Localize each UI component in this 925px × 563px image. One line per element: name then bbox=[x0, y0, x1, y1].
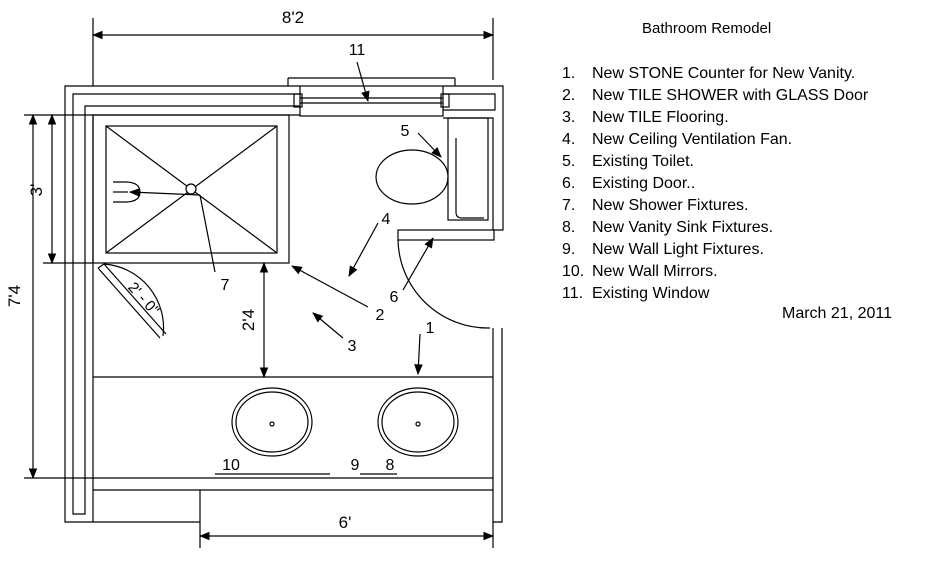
shower bbox=[92, 114, 290, 264]
legend-item-text: Existing Door.. bbox=[592, 175, 696, 192]
legend-item-text: New Wall Mirrors. bbox=[592, 263, 718, 280]
legend-item: 2. New TILE SHOWER with GLASS Door bbox=[562, 85, 868, 107]
dim-shower-depth: 3' bbox=[27, 184, 46, 197]
callout-3: 3 bbox=[348, 338, 357, 355]
callout-2: 2 bbox=[376, 307, 385, 324]
legend-item-number: 8. bbox=[562, 219, 576, 236]
legend-date: March 21, 2011 bbox=[782, 305, 892, 322]
existing-window bbox=[287, 77, 456, 117]
callout-4: 4 bbox=[382, 211, 391, 228]
legend-item-text: New Vanity Sink Fixtures. bbox=[592, 219, 774, 236]
legend-item-text: New TILE SHOWER with GLASS Door bbox=[592, 87, 869, 104]
legend-item: 6. Existing Door.. bbox=[562, 173, 868, 195]
callout-11: 11 bbox=[349, 42, 366, 59]
callout-6: 6 bbox=[390, 289, 399, 306]
dim-vanity-width: 6' bbox=[339, 513, 352, 532]
legend-item: 9. New Wall Light Fixtures. bbox=[562, 239, 868, 261]
legend-item: 5. Existing Toilet. bbox=[562, 151, 868, 173]
legend-item-text: New Wall Light Fixtures. bbox=[592, 241, 764, 258]
legend-item-number: 4. bbox=[562, 131, 576, 148]
legend-item-number: 2. bbox=[562, 87, 576, 104]
legend-item-number: 7. bbox=[562, 197, 576, 214]
legend-item: 10. New Wall Mirrors. bbox=[562, 261, 868, 283]
vanity-counter bbox=[93, 376, 493, 457]
legend-item: 7. New Shower Fixtures. bbox=[562, 195, 868, 217]
callout-arrows bbox=[128, 61, 442, 376]
legend-item-number: 5. bbox=[562, 153, 576, 170]
dim-floor-clearance: 2'4 bbox=[239, 309, 258, 331]
title-highlight bbox=[570, 18, 917, 40]
callout-5: 5 bbox=[401, 123, 410, 140]
callout-9: 9 bbox=[351, 457, 360, 474]
callout-1: 1 bbox=[426, 320, 435, 337]
callout-8: 8 bbox=[386, 457, 395, 474]
legend-item-text: New Shower Fixtures. bbox=[592, 197, 749, 214]
legend-item-number: 10. bbox=[562, 263, 585, 280]
legend-item-number: 1. bbox=[562, 65, 576, 82]
legend-item: 3. New TILE Flooring. bbox=[562, 107, 868, 129]
legend-title: Bathroom Remodel bbox=[642, 20, 772, 37]
legend-item-text: New TILE Flooring. bbox=[592, 109, 729, 126]
legend-item-text: Existing Window bbox=[592, 285, 710, 302]
legend-list: 1. New STONE Counter for New Vanity. 2. Ne… bbox=[562, 63, 868, 305]
existing-toilet bbox=[375, 117, 489, 221]
legend-item-number: 9. bbox=[562, 241, 576, 258]
dim-left-height: 7'4 bbox=[5, 285, 24, 307]
dim-top-width: 8'2 bbox=[282, 8, 304, 27]
legend-item-text: New Ceiling Ventilation Fan. bbox=[592, 131, 793, 148]
callout-7: 7 bbox=[221, 277, 230, 294]
legend-item-text: New STONE Counter for New Vanity. bbox=[592, 65, 856, 82]
exterior-walls bbox=[64, 85, 504, 523]
callout-10: 10 bbox=[222, 457, 240, 474]
existing-door bbox=[397, 229, 495, 329]
legend-item: 4. New Ceiling Ventilation Fan. bbox=[562, 129, 868, 151]
legend-item: 8. New Vanity Sink Fixtures. bbox=[562, 217, 868, 239]
legend-item-number: 3. bbox=[562, 109, 576, 126]
legend-item-number: 11. bbox=[562, 285, 584, 302]
legend-item: 1. New STONE Counter for New Vanity. bbox=[562, 63, 868, 85]
legend-item-number: 6. bbox=[562, 175, 576, 192]
shower-glass-door bbox=[97, 263, 167, 339]
legend-item: 11. Existing Window bbox=[562, 283, 868, 305]
legend-item-text: Existing Toilet. bbox=[592, 153, 694, 170]
dimension-lines bbox=[24, 18, 495, 548]
